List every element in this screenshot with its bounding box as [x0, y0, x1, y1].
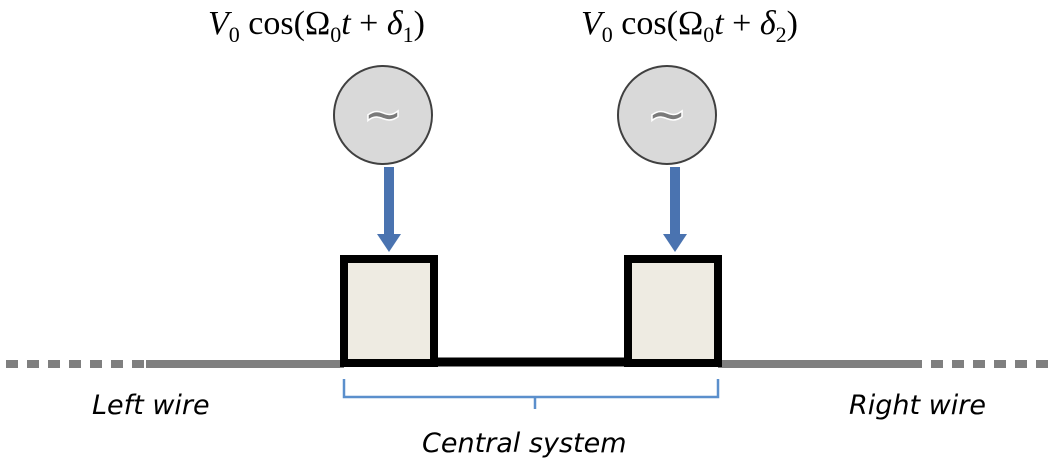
right-dot-box — [624, 255, 722, 367]
frequency-symbol: Ω — [677, 5, 704, 42]
left-dot-box — [340, 255, 438, 367]
central-system-bracket — [342, 379, 720, 409]
frequency-subscript: 0 — [703, 22, 715, 47]
amplitude-symbol: V — [581, 5, 602, 42]
phase-symbol: δ — [759, 5, 776, 42]
phase-subscript: 2 — [775, 22, 787, 47]
plus-sign: + — [350, 5, 387, 42]
left-arrow — [377, 167, 401, 252]
phase-subscript: 1 — [402, 22, 414, 47]
time-symbol: t — [714, 5, 724, 42]
left-wire-label: Left wire — [92, 390, 210, 421]
right-wire-label: Right wire — [849, 390, 986, 421]
frequency-subscript: 0 — [330, 22, 342, 47]
closing-paren: ) — [786, 5, 798, 42]
left-ac-source-symbol: ~ — [363, 87, 403, 143]
central-system-label: Central system — [422, 428, 627, 459]
right-drive-formula: V0 cos(Ω0t + δ2) — [581, 4, 798, 55]
left-ac-source: ~ — [333, 65, 433, 165]
right-ac-source: ~ — [617, 65, 717, 165]
time-symbol: t — [341, 5, 351, 42]
plus-sign: + — [723, 5, 760, 42]
closing-paren: ) — [413, 5, 425, 42]
right-arrow — [663, 167, 687, 252]
frequency-symbol: Ω — [304, 5, 331, 42]
right-ac-source-symbol: ~ — [647, 87, 687, 143]
left-drive-formula: V0 cos(Ω0t + δ1) — [208, 4, 425, 55]
amplitude-subscript: 0 — [228, 22, 240, 47]
amplitude-subscript: 0 — [601, 22, 613, 47]
phase-symbol: δ — [386, 5, 403, 42]
cos-function: cos( — [621, 5, 678, 42]
amplitude-symbol: V — [208, 5, 229, 42]
cos-function: cos( — [248, 5, 305, 42]
